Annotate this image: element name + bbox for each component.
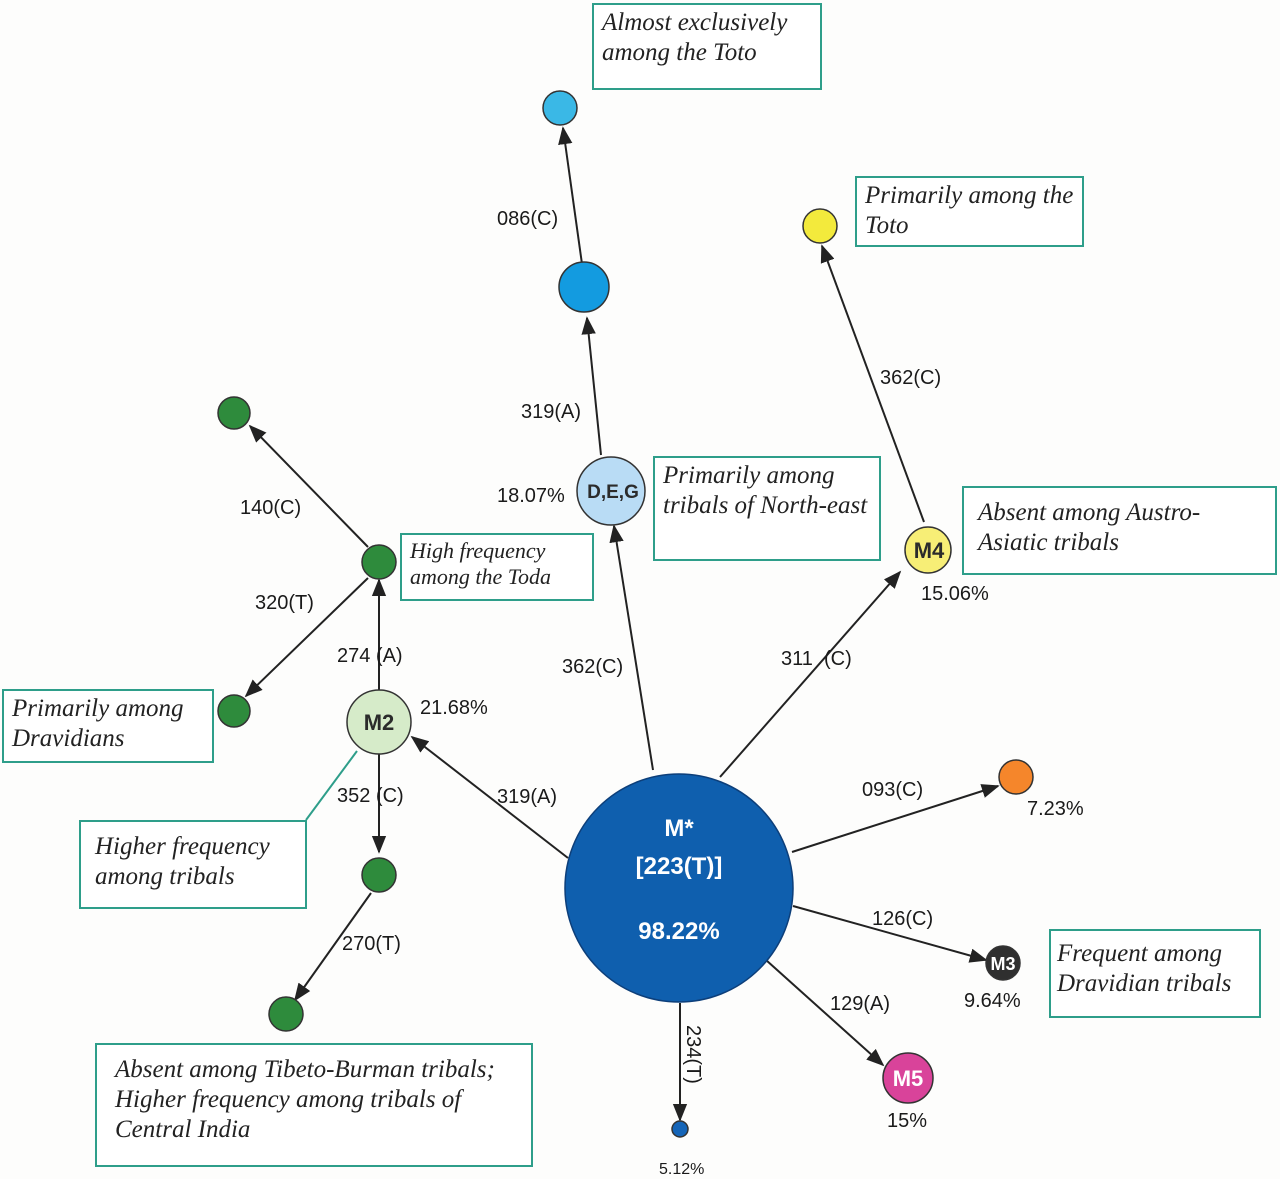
label-root-m2: 319(A) [497,786,557,808]
edge-root-m4 [719,570,902,778]
edge-root-m2 [410,735,569,859]
orange-percent: 7.23% [1027,798,1084,820]
node-green-bottom [268,996,304,1032]
root-percent: 98.22% [638,918,719,945]
small-percent: 5.12% [659,1161,704,1178]
nodes [217,90,1034,1138]
note-higher-tribals: Higher frequency among tribals [79,820,307,909]
m5-label: M5 [893,1066,924,1091]
connector-m2-note [305,750,358,821]
edge-root-m3 [792,905,988,963]
edge-root-deg [609,524,654,771]
label-root-orange: 093(C) [862,779,923,801]
edge-blue-cyan [558,126,583,265]
node-green-left [217,694,251,728]
label-root-deg: 362(C) [562,656,623,678]
note-northeast: Primarily among tribals of North-east [653,456,881,561]
m2-percent: 21.68% [420,697,488,719]
edge-lower-bottom [293,892,372,1002]
node-m2 [346,689,412,755]
node-m5 [882,1052,934,1104]
node-green-upper [361,544,397,580]
deg-percent: 18.07% [497,485,565,507]
m4-label: M4 [914,538,945,563]
m2-label: M2 [364,710,395,735]
edges [244,126,1000,1122]
note-austro: Absent among Austro-Asiatic tribals [962,486,1277,575]
edge-deg-blue [581,316,602,456]
deg-label: D,E,G [587,482,639,503]
m3-label: M3 [990,954,1015,974]
label-blue-cyan: 086(C) [497,208,558,230]
note-tibeto: Absent among Tibeto-Burman tribals; High… [95,1043,533,1167]
node-m3 [985,945,1021,981]
m3-percent: 9.64% [964,990,1021,1012]
percent-labels: 21.68% 18.07% 15.06% 7.23% 9.64% 15% 5.1… [420,485,1084,1178]
note-toto-exclusive: Almost exclusively among the Toto [592,3,822,90]
edge-m4-yellow [820,244,925,523]
label-deg-blue: 319(A) [521,401,581,423]
node-green-top [217,396,251,430]
label-root-m4: 311 (C) [781,648,852,670]
label-root-m3: 126(C) [872,908,933,930]
label-upper-left: 320(T) [255,592,314,614]
label-upper-top: 140(C) [240,497,301,519]
label-m2-upper: 274 (A) [337,645,403,667]
label-root-small: 234(T) [682,1025,704,1084]
node-root [564,773,794,1003]
label-m4-yellow: 362(C) [880,367,941,389]
note-toto-primarily: Primarily among the Toto [855,176,1084,247]
edge-root-m5 [765,959,885,1067]
mutation-labels: 319(A) 362(C) 311 (C) 093(C) 126(C) 129(… [240,208,941,1084]
node-texts: M* [223(T)] 98.22% M2 D,E,G M4 M3 M5 [364,482,1016,1091]
label-m2-lower: 352 (C) [337,785,404,807]
edge-upper-left [244,577,369,698]
edge-upper-top [248,424,369,548]
node-deg [576,456,646,526]
node-blue [558,261,610,313]
label-root-m5: 129(A) [830,993,890,1015]
root-mutation: [223(T)] [636,853,723,880]
node-small [671,1120,689,1138]
label-lower-bottom: 270(T) [342,933,401,955]
m4-percent: 15.06% [921,583,989,605]
edge-root-orange [791,784,1000,853]
node-m4 [904,526,952,574]
m5-percent: 15% [887,1110,927,1132]
node-yellow [802,208,838,244]
node-orange [998,759,1034,795]
root-name: M* [664,815,694,842]
note-frequent-dravidian: Frequent among Dravidian tribals [1049,929,1261,1018]
note-dravidians: Primarily among Dravidians [2,689,214,763]
note-toda: High frequency among the Toda [400,533,594,601]
node-cyan [542,90,578,126]
node-green-lower [361,857,397,893]
